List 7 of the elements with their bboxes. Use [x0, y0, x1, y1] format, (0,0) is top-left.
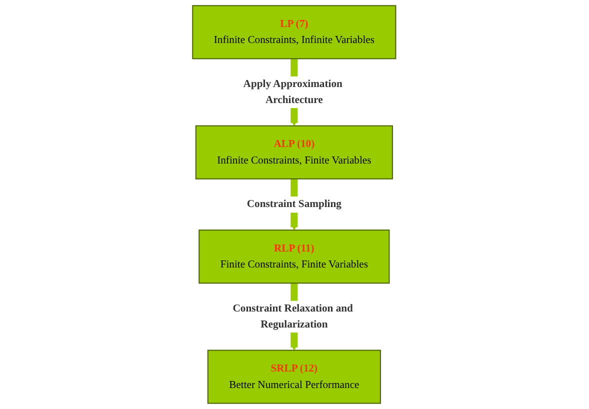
node-box: SRLP (12) Better Numerical Performance: [208, 350, 382, 404]
node-box: ALP (10) Infinite Constraints, Finite Variables: [196, 125, 394, 180]
edge-label: Constraint Relaxation and Regularization: [233, 302, 354, 330]
edge-label: Constraint Sampling: [247, 198, 342, 210]
edge-label: Apply Approximation Architecture: [244, 78, 343, 106]
node-box: RLP (11) Finite Constraints, Finite Variables: [198, 230, 390, 284]
node-box: LP (7) Infinite Constraints, Infinite Variables: [192, 5, 397, 60]
